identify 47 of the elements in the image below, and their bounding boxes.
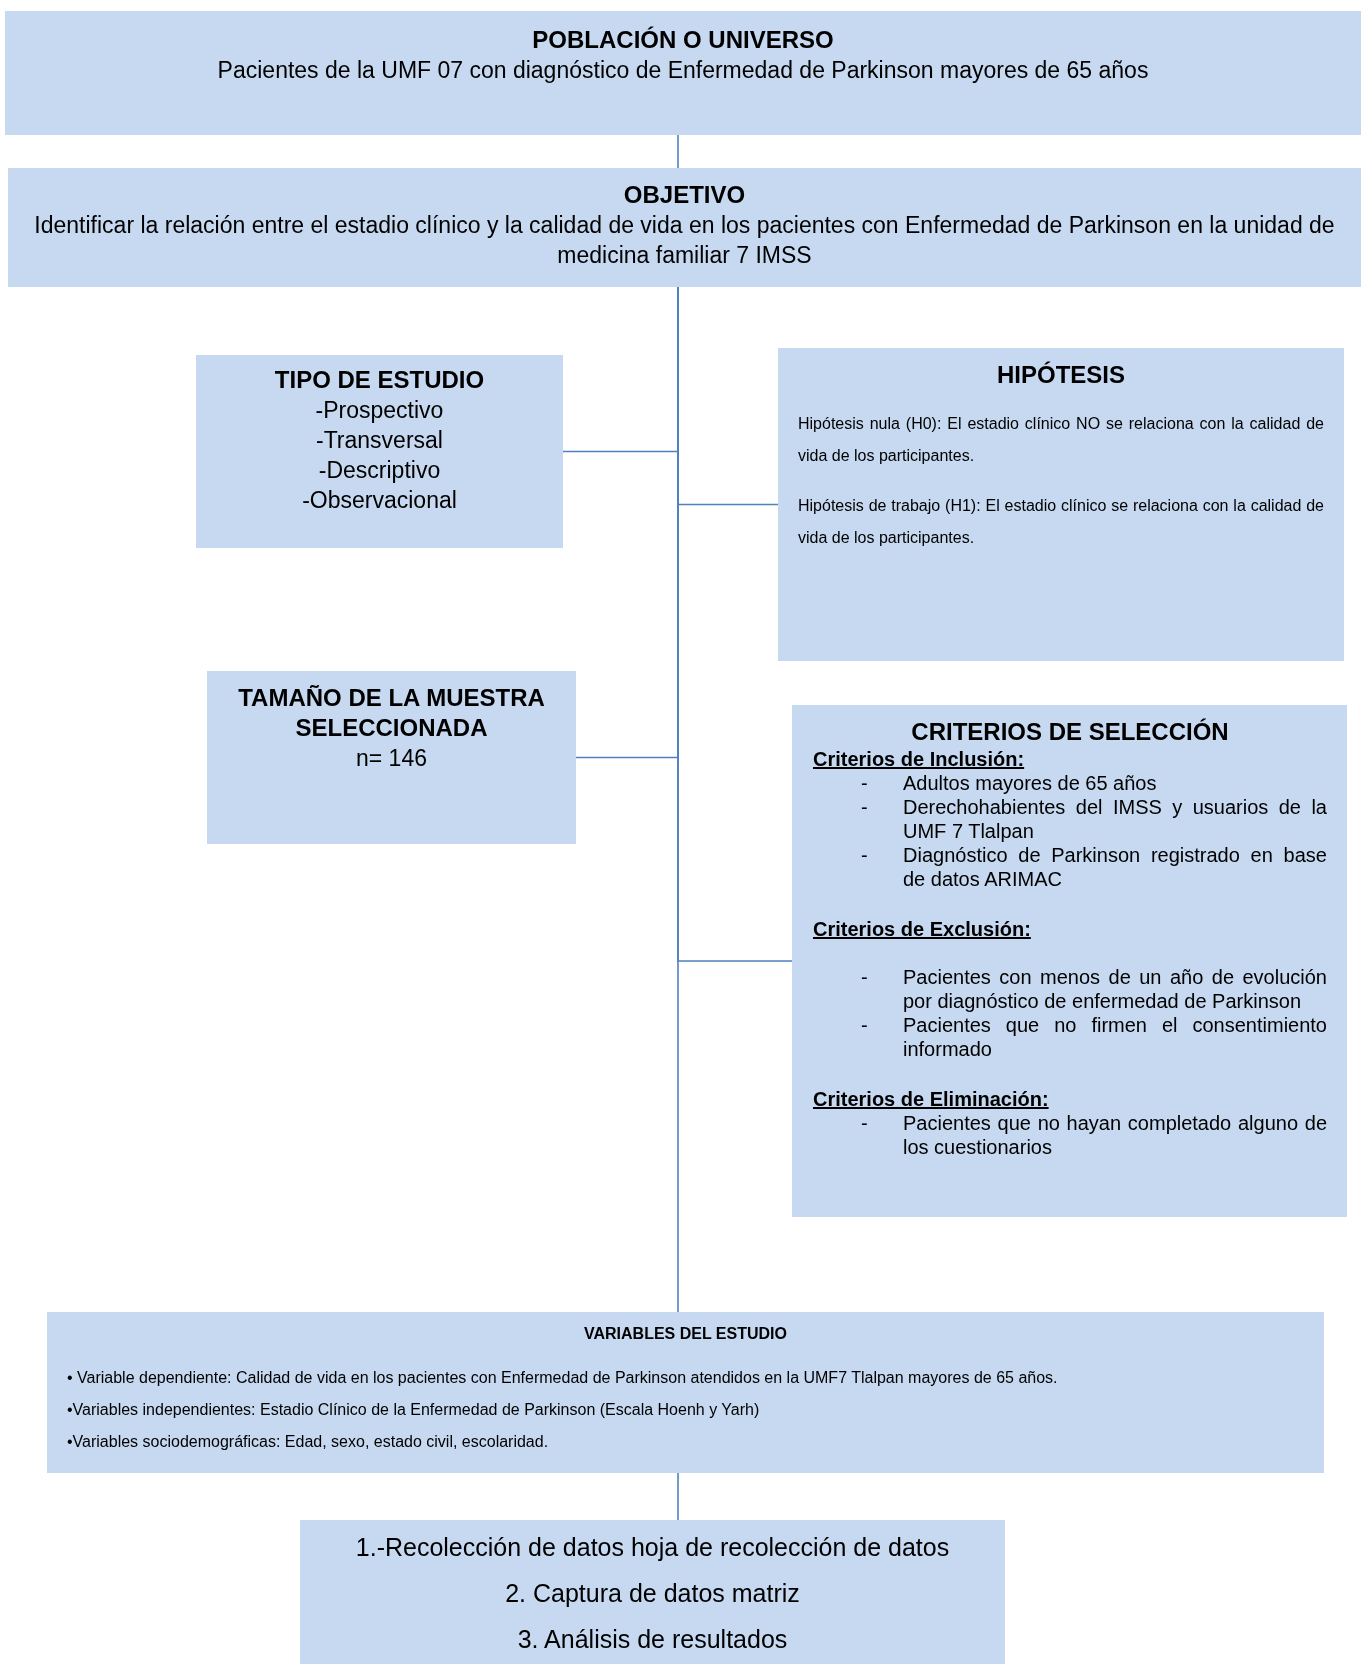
body-text: -Descriptivo [317,456,442,485]
body-text: -Observacional [301,486,458,515]
text-box [47,1312,1324,1473]
heading: HIPÓTESIS [996,360,1126,390]
bullet-text: •Variables sociodemográficas: Edad, sexo, estado civil, escolaridad. [67,1432,550,1452]
list-item: Pacientes que no firmen el consentimiento informado [903,1013,1327,1061]
paragraph: Hipótesis nula (H0): El estadio clínico NO se relaciona con la calidad de vida de los participantes. [798,414,1324,466]
list-item: Adultos mayores de 65 años [903,771,1158,795]
heading: VARIABLES DEL ESTUDIO [583,1324,788,1344]
bullet-text: • Variable dependiente: Calidad de vida en los pacientes con Enfermedad de Parkinson atendidos en la UMF7 Tlalpan mayores de 65 años. [67,1368,1059,1388]
step-text: 2. Captura de datos matriz [504,1578,801,1609]
list-item: Derechohabientes del IMSS y usuarios de la UMF 7 Tlalpan [903,795,1327,843]
list-dash: - [860,1111,869,1136]
list-dash: - [860,771,869,795]
subheading: Criterios de Eliminación: [813,1087,1049,1111]
text-box [300,1520,1005,1664]
subheading: Criterios de Exclusión: [813,917,1031,941]
list-item: Pacientes que no hayan completado alguno de los cuestionarios [903,1111,1327,1159]
heading: OBJETIVO [622,180,747,210]
list-dash: - [860,795,869,820]
body-text: -Transversal [315,426,444,455]
list-dash: - [860,843,869,868]
text-box [207,671,576,844]
heading: CRITERIOS DE SELECCIÓN [910,717,1230,747]
paragraph: Hipótesis de trabajo (H1): El estadio clínico se relaciona con la calidad de vida de los participantes. [798,496,1324,548]
text-box [792,705,1347,1217]
list-dash: - [860,1013,869,1038]
connector-line [677,1472,679,1521]
heading: TIPO DE ESTUDIO [273,365,486,395]
list-dash: - [860,965,869,990]
text-box [8,168,1361,287]
text-box [778,348,1344,661]
bullet-text: •Variables independientes: Estadio Clínico de la Enfermedad de Parkinson (Escala Hoenh y Yarh) [67,1400,761,1420]
heading: TAMAÑO DE LA MUESTRA SELECCIONADA [237,683,546,743]
body-text: -Prospectivo [314,396,445,425]
text-box [5,11,1361,135]
body-text: Identificar la relación entre el estadio clínico y la calidad de vida en los pacientes con Enfermedad de Parkinson en la unidad de medicina familiar 7 IMSS [33,211,1336,270]
connector-line [677,134,679,169]
step-text: 3. Análisis de resultados [516,1624,789,1655]
body-text: n= 146 [355,744,428,773]
heading: POBLACIÓN O UNIVERSO [531,25,835,55]
list-item: Diagnóstico de Parkinson registrado en base de datos ARIMAC [903,843,1327,891]
text-box [196,355,563,548]
body-text: Pacientes de la UMF 07 con diagnóstico de Enfermedad de Parkinson mayores de 65 años [216,56,1150,85]
step-text: 1.-Recolección de datos hoja de recolección de datos [354,1532,951,1563]
subheading: Criterios de Inclusión: [813,747,1025,771]
list-item: Pacientes con menos de un año de evolución por diagnóstico de enfermedad de Parkinson [903,965,1327,1013]
